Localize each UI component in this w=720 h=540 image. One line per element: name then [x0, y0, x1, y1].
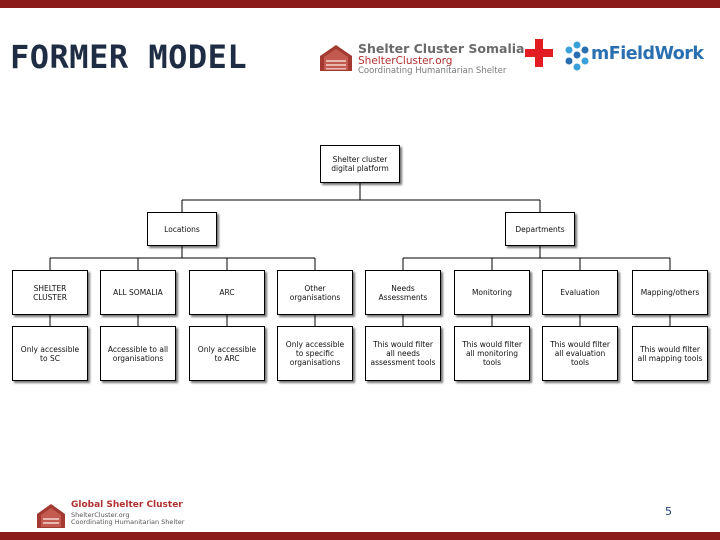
top-bar — [0, 0, 720, 8]
level2-node: SHELTER CLUSTER — [12, 270, 88, 315]
level3-node: This would filter all mapping tools — [632, 326, 708, 381]
house-icon — [37, 504, 65, 528]
logo-url: ShelterCluster.org — [358, 55, 453, 67]
logo-title: Shelter Cluster Somalia — [358, 41, 525, 56]
level3-node: Only accessible to specific organisation… — [277, 326, 353, 381]
level3-node: Only accessible to SC — [12, 326, 88, 381]
root-node: Shelter cluster digital platform — [320, 145, 400, 183]
footer-logo-url: ShelterCluster.org — [71, 511, 130, 519]
level2-node: Other organisations — [277, 270, 353, 315]
level2-node: Needs Assessments — [365, 270, 441, 315]
level3-node: This would filter all needs assessment t… — [365, 326, 441, 381]
level3-node: This would filter all monitoring tools — [454, 326, 530, 381]
page-title: FORMER MODEL — [10, 38, 248, 76]
mfieldwork-logo: mFieldWork — [563, 40, 704, 74]
global-shelter-cluster-logo: Global Shelter Cluster ShelterCluster.or… — [35, 500, 215, 532]
level2-node: ARC — [189, 270, 265, 315]
plus-icon — [525, 39, 553, 67]
level2-node: Evaluation — [542, 270, 618, 315]
level2-node: Mapping/others — [632, 270, 708, 315]
branch-node-departments: Departments — [505, 212, 575, 246]
footer-logo-title: Global Shelter Cluster — [71, 500, 183, 510]
level3-node: Accessible to all organisations — [100, 326, 176, 381]
branch-node-locations: Locations — [147, 212, 217, 246]
mfieldwork-text: mFieldWork — [591, 44, 704, 64]
footer-logo-tagline: Coordinating Humanitarian Shelter — [71, 518, 185, 526]
level3-node: Only accessible to ARC — [189, 326, 265, 381]
level2-node: ALL SOMALIA — [100, 270, 176, 315]
bottom-bar — [0, 532, 720, 540]
logo-tagline: Coordinating Humanitarian Shelter — [358, 66, 507, 76]
level3-node: This would filter all evaluation tools — [542, 326, 618, 381]
dots-icon — [565, 41, 589, 71]
house-icon — [320, 45, 352, 71]
shelter-cluster-somalia-logo: Shelter Cluster Somalia ShelterCluster.o… — [318, 41, 524, 77]
level2-node: Monitoring — [454, 270, 530, 315]
page-number: 5 — [665, 505, 672, 518]
